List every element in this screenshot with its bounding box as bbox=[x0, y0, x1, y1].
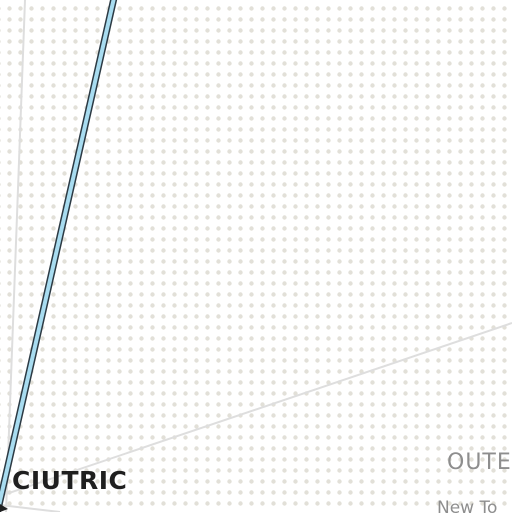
water-channel bbox=[0, 0, 118, 512]
road-diagonal bbox=[0, 322, 512, 497]
place-label[interactable]: CIUTRIC bbox=[12, 466, 128, 495]
road-northwest bbox=[5, 0, 26, 512]
point-marker[interactable] bbox=[0, 504, 8, 512]
road-bottom bbox=[0, 504, 61, 512]
district-label: OUTE bbox=[447, 450, 512, 475]
neighborhood-label: New To bbox=[437, 498, 498, 518]
